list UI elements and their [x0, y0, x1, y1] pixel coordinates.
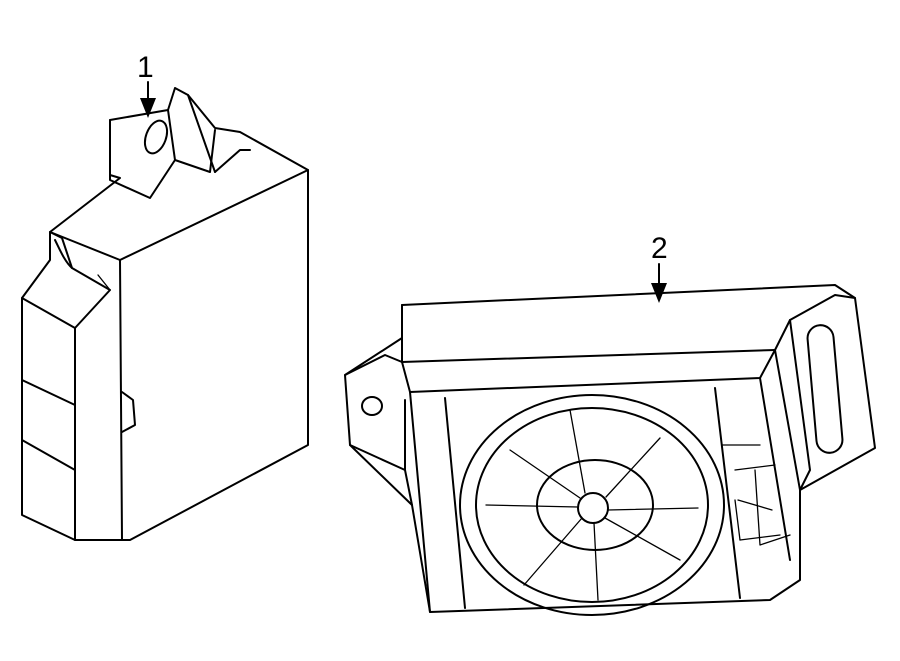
part-1-module[interactable] — [21, 87, 309, 541]
part-2-speaker[interactable] — [344, 284, 876, 616]
callout-1-label: 1 — [137, 51, 154, 84]
callout-2: 2 — [651, 232, 668, 303]
callout-2-label: 2 — [651, 232, 668, 265]
callout-1: 1 — [137, 51, 156, 118]
